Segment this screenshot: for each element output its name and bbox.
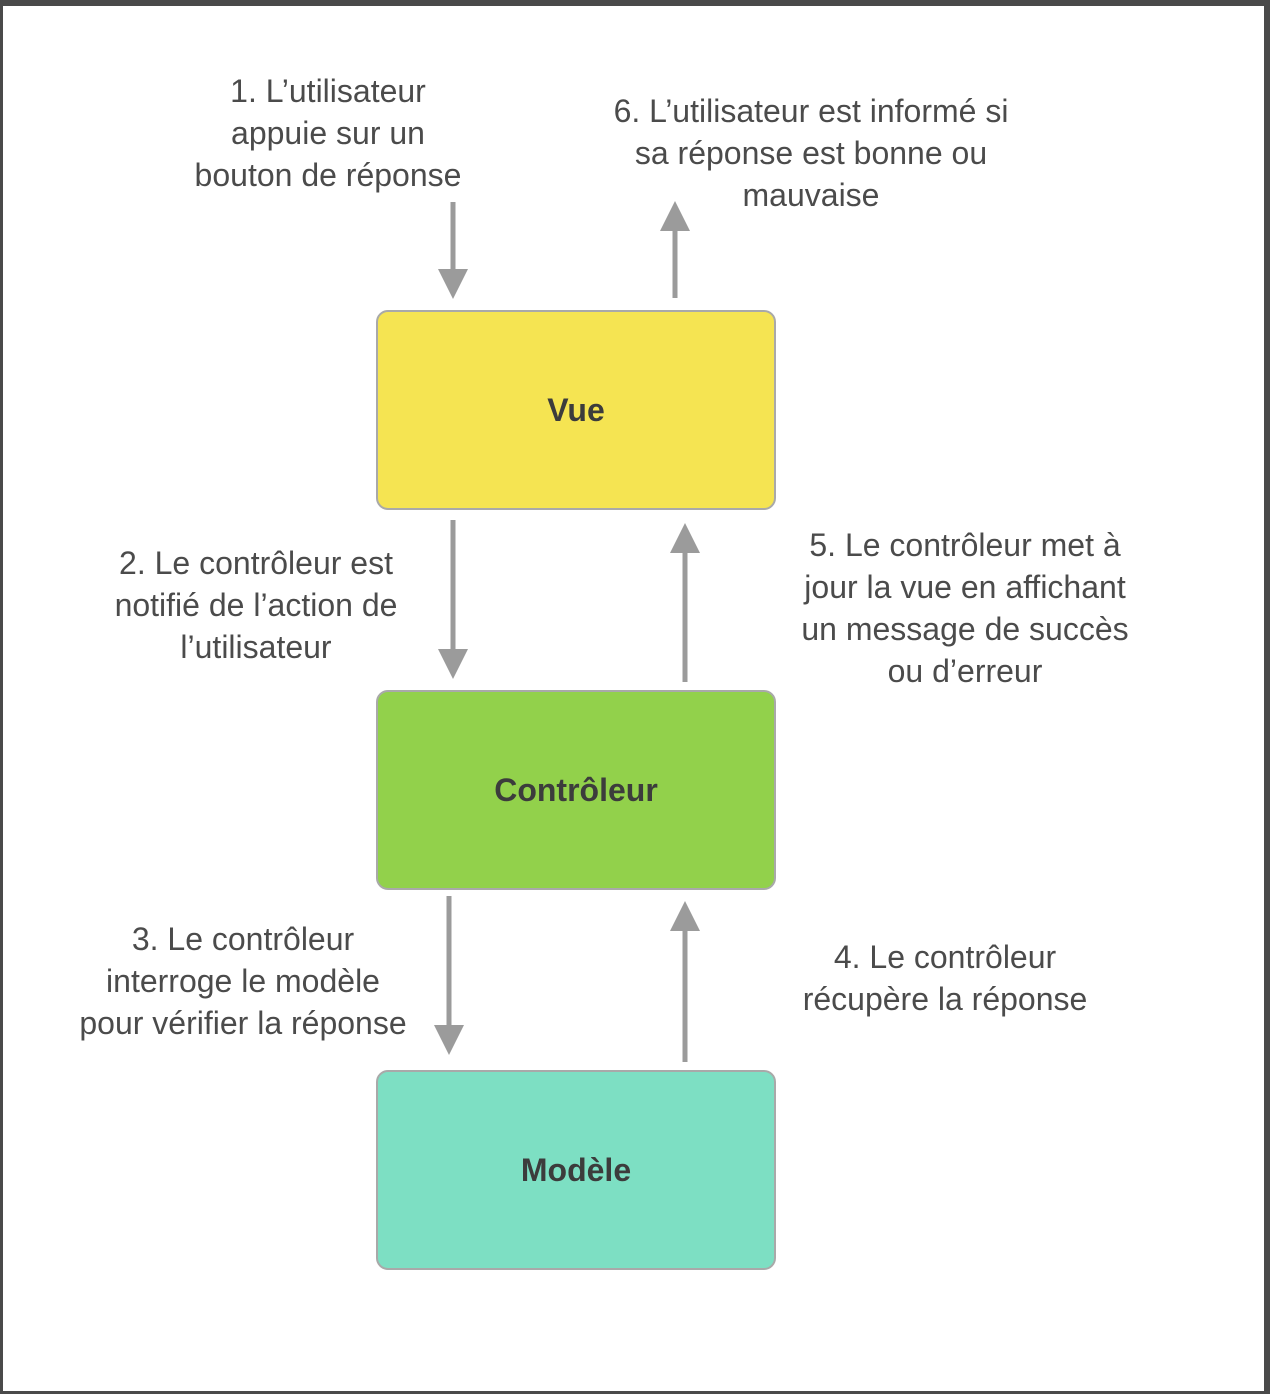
step-line: ou d’erreur (887, 653, 1043, 689)
step-6-note: 6. L’utilisateur est informé si sa répon… (561, 90, 1061, 216)
step-line: 4. Le contrôleur (833, 939, 1057, 975)
modele-node-label: Modèle (520, 1151, 632, 1188)
step-line: récupère la réponse (802, 981, 1088, 1017)
step-line: 5. Le contrôleur met à (809, 527, 1121, 563)
step-3-note: 3. Le contrôleur interroge le modèle pou… (33, 918, 453, 1044)
step-line: l’utilisateur (180, 629, 332, 665)
step-4-note: 4. Le contrôleur récupère la réponse (765, 936, 1125, 1020)
step-5-note: 5. Le contrôleur met à jour la vue en af… (765, 524, 1165, 692)
step-line: 1. L’utilisateur (230, 73, 426, 109)
step-line: 6. L’utilisateur est informé si (613, 93, 1009, 129)
step-line: appuie sur un (231, 115, 425, 151)
step-line: notifié de l’action de (114, 587, 398, 623)
step-line: un message de succès (801, 611, 1129, 647)
step-1-note: 1. L’utilisateur appuie sur un bouton de… (128, 70, 528, 196)
step-line: jour la vue en affichant (804, 569, 1126, 605)
vue-node: Vue (376, 310, 776, 510)
controleur-node: Contrôleur (376, 690, 776, 890)
step-2-note: 2. Le contrôleur est notifié de l’action… (56, 542, 456, 668)
controleur-node-label: Contrôleur (494, 771, 658, 808)
step-line: pour vérifier la réponse (79, 1005, 407, 1041)
step-line: bouton de réponse (194, 157, 462, 193)
step-line: interroge le modèle (106, 963, 380, 999)
step-line: mauvaise (742, 177, 880, 213)
step-line: 2. Le contrôleur est (119, 545, 393, 581)
flow-arrows (434, 201, 700, 1062)
step-line: sa réponse est bonne ou (634, 135, 988, 171)
step-line: 3. Le contrôleur (131, 921, 355, 957)
modele-node: Modèle (376, 1070, 776, 1270)
vue-node-label: Vue (547, 391, 605, 428)
